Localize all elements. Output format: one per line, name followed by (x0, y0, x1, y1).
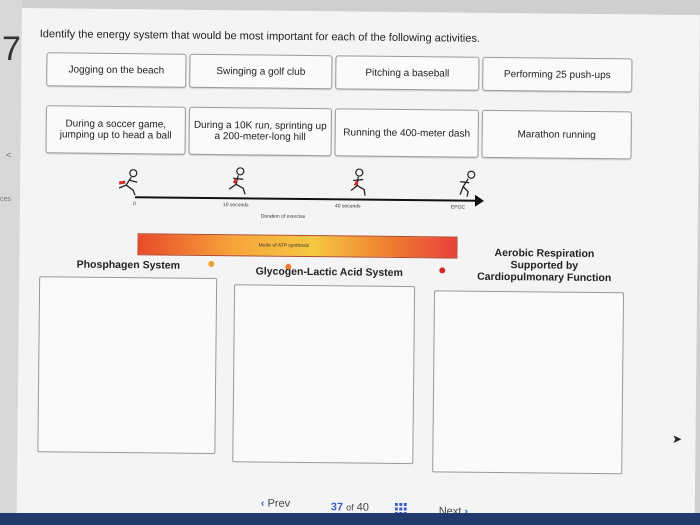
activity-card-400m[interactable]: Running the 400-meter dash (334, 108, 479, 158)
runner-epoc-icon (459, 170, 476, 197)
timeline-10s-label: 10 seconds (222, 202, 249, 209)
aerobic-drop-zone[interactable] (432, 290, 625, 475)
question-page: Identify the energy system that would be… (16, 8, 700, 521)
timeline-40s-label: 40 seconds (334, 203, 361, 210)
timeline-duration-label: Duration of exercise (260, 213, 306, 220)
chevron-left-icon: ‹ (260, 497, 265, 510)
taskbar (0, 513, 700, 525)
exercise-duration-timeline: 0 10 seconds Duration of exercise 40 sec… (115, 167, 496, 226)
runner-40s-icon (350, 168, 366, 196)
prev-label: Prev (267, 497, 291, 510)
timeline-axis (135, 196, 478, 202)
question-number-fragment: 7 (2, 30, 21, 68)
activity-card-soccer[interactable]: During a soccer game, jumping up to head… (45, 105, 186, 155)
sprinter-start-icon (118, 169, 138, 196)
glycogen-lactic-system-label: Glycogen-Lactic Acid System (255, 265, 403, 280)
activity-card-baseball[interactable]: Pitching a baseball (335, 55, 480, 91)
instruction-text: Identify the energy system that would be… (39, 28, 480, 45)
runner-10s-icon (228, 167, 246, 195)
mouse-cursor-icon: ➤ (672, 432, 683, 446)
collapse-arrow-icon[interactable]: < (6, 150, 12, 160)
activity-card-marathon[interactable]: Marathon running (481, 109, 632, 160)
current-page: 37 (330, 501, 344, 514)
aerobic-system-label: Aerobic Respiration Supported by Cardiop… (477, 246, 612, 285)
atp-synthesis-label: Mode of ATP synthesis (258, 242, 310, 250)
timeline-start-label: 0 (132, 201, 136, 208)
page-of: of (346, 502, 354, 513)
timeline-epoc-label: EPOC (450, 204, 466, 211)
glycogen-drop-zone[interactable] (232, 284, 416, 465)
activity-card-jogging[interactable]: Jogging on the beach (46, 52, 187, 88)
sidebar-text-fragment: ces (0, 196, 11, 203)
phosphagen-marker-dot (208, 260, 215, 268)
left-strip: 7 < ces (0, 0, 22, 525)
atp-synthesis-bar: Mode of ATP synthesis (137, 233, 458, 259)
phosphagen-system-label: Phosphagen System (76, 258, 181, 272)
page-indicator: 37 of 40 (331, 501, 369, 513)
activity-card-golf[interactable]: Swinging a golf club (189, 53, 333, 90)
total-pages: 40 (356, 501, 369, 514)
activity-card-10k[interactable]: During a 10K run, sprinting up a 200-met… (188, 106, 332, 157)
prev-button[interactable]: ‹ Prev (261, 498, 290, 510)
activity-card-pushups[interactable]: Performing 25 push-ups (482, 56, 633, 93)
aerobic-marker-dot (439, 267, 446, 274)
phosphagen-drop-zone[interactable] (37, 276, 218, 455)
